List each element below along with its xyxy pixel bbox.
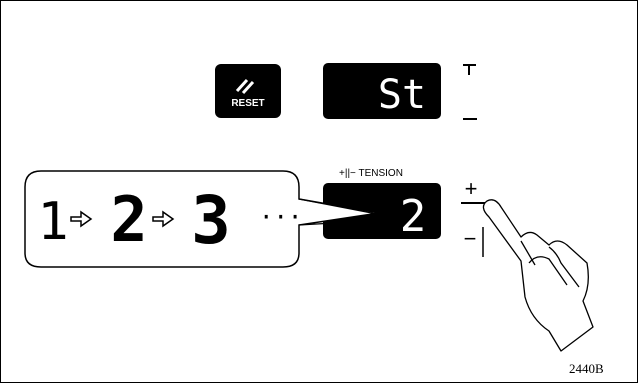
stitch-display-text: St <box>378 72 426 118</box>
reset-label: RESET <box>231 98 264 109</box>
tension-label: +||− TENSION <box>339 168 403 179</box>
plus-sign: + <box>465 176 478 201</box>
sequence-step-1: 1 <box>37 192 68 252</box>
stitch-display: St <box>323 63 441 119</box>
pointing-hand-icon <box>483 200 593 351</box>
sequence-step-3: 3 <box>191 182 231 259</box>
tension-value: 2 <box>400 191 427 242</box>
sequence-ellipsis: ··· <box>259 203 302 231</box>
figure-code: 2440B <box>569 361 604 376</box>
tension-minus-button[interactable]: − <box>464 226 483 257</box>
sequence-step-2: 2 <box>110 183 147 256</box>
reset-button[interactable]: RESET <box>215 64 281 118</box>
upper-adjust-marks <box>463 65 477 119</box>
tension-plus-button[interactable]: + <box>461 176 485 203</box>
minus-sign: − <box>464 226 477 251</box>
